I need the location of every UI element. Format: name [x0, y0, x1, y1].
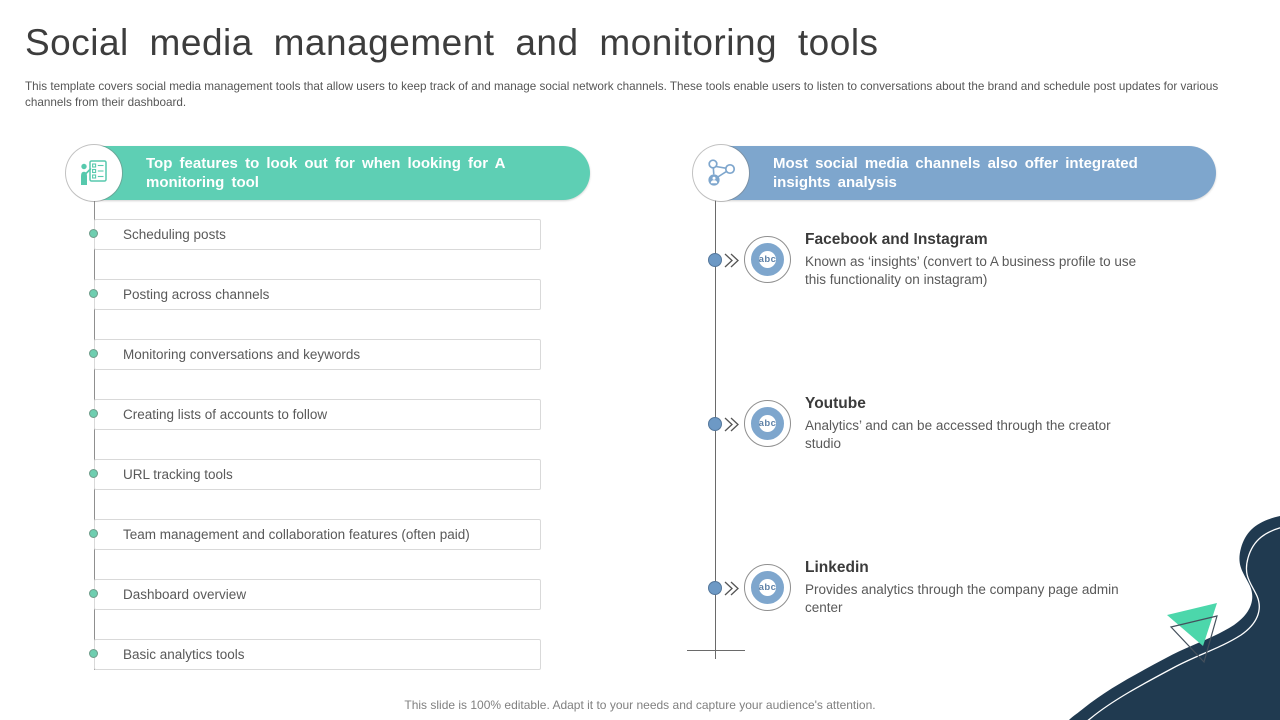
abc-badge-label: abc	[758, 582, 777, 593]
list-item: Dashboard overview	[94, 579, 541, 610]
chevron-right-icon	[723, 416, 741, 433]
teal-triangle-shape	[1167, 603, 1217, 646]
left-panel-header-label: Top features to look out for when lookin…	[146, 154, 505, 191]
right-panel-header-label: Most social media channels also offer in…	[773, 154, 1138, 191]
presentation-board-icon	[66, 145, 122, 201]
list-item: Monitoring conversations and keywords	[94, 339, 541, 370]
timeline-entry: Youtube Analytics’ and can be accessed t…	[805, 395, 1150, 453]
entry-title: Youtube	[805, 395, 866, 412]
abc-badge-ring	[751, 243, 784, 276]
navy-blob-shape	[1069, 516, 1280, 720]
entry-description: Provides analytics through the company p…	[805, 582, 1119, 616]
timeline-node-dot	[708, 581, 722, 595]
list-item: Creating lists of accounts to follow	[94, 399, 541, 430]
entry-description: Analytics’ and can be accessed through t…	[805, 418, 1111, 452]
list-item-marker	[89, 589, 98, 598]
timeline-entry: Linkedin Provides analytics through the …	[805, 559, 1150, 617]
right-panel-header: Most social media channels also offer in…	[695, 146, 1216, 200]
timeline-node-dot	[708, 417, 722, 431]
abc-badge-ring	[751, 571, 784, 604]
abc-badge-ring	[751, 407, 784, 440]
list-item-marker	[89, 349, 98, 358]
list-item: Team management and collaboration featur…	[94, 519, 541, 550]
white-contour-line	[1087, 527, 1280, 720]
list-item-marker	[89, 229, 98, 238]
list-item-marker	[89, 469, 98, 478]
timeline-entry: Facebook and Instagram Known as ‘insight…	[805, 231, 1150, 289]
abc-badge-icon: abc	[744, 236, 791, 283]
list-item: Basic analytics tools	[94, 639, 541, 670]
list-item: Scheduling posts	[94, 219, 541, 250]
abc-badge-label: abc	[758, 254, 777, 265]
entry-title: Facebook and Instagram	[805, 231, 988, 248]
left-panel-header: Top features to look out for when lookin…	[68, 146, 590, 200]
page-title: Social media management and monitoring t…	[25, 22, 879, 63]
entry-description: Known as ‘insights’ (convert to A busine…	[805, 254, 1137, 288]
abc-badge-label: abc	[758, 418, 777, 429]
abc-badge-icon: abc	[744, 400, 791, 447]
footer-note: This slide is 100% editable. Adapt it to…	[404, 698, 876, 712]
corner-decoration	[1069, 516, 1280, 720]
list-item-marker	[89, 529, 98, 538]
outline-triangle-shape	[1169, 615, 1218, 664]
right-timeline-endcap	[687, 650, 745, 651]
list-item-marker	[89, 409, 98, 418]
chevron-right-icon	[723, 252, 741, 269]
chevron-right-icon	[723, 580, 741, 597]
timeline-node-dot	[708, 253, 722, 267]
left-timeline-line	[94, 200, 95, 670]
list-item-marker	[89, 649, 98, 658]
abc-badge-icon: abc	[744, 564, 791, 611]
network-share-icon	[693, 145, 749, 201]
list-item: URL tracking tools	[94, 459, 541, 490]
page-subtitle: This template covers social media manage…	[25, 80, 1219, 110]
entry-title: Linkedin	[805, 559, 869, 576]
list-item-marker	[89, 289, 98, 298]
list-item: Posting across channels	[94, 279, 541, 310]
